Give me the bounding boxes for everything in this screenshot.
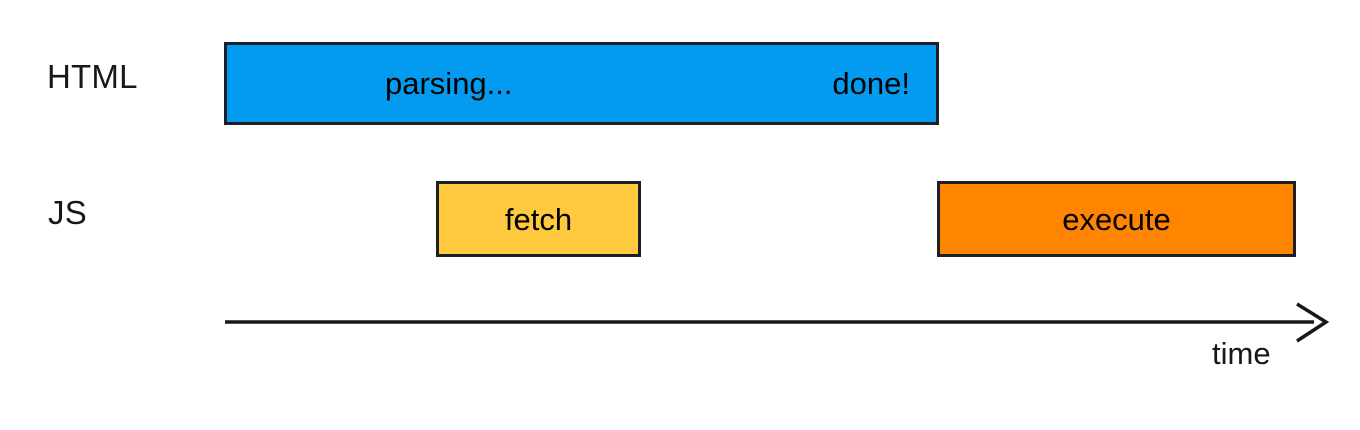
bar-label-execute: execute — [1062, 201, 1171, 237]
bar-label-done: done! — [832, 66, 910, 101]
time-axis-arrow-icon — [225, 302, 1330, 343]
bar-js-fetch: fetch — [436, 181, 641, 257]
row-label-js: JS — [48, 194, 87, 231]
axis-label-time: time — [1212, 336, 1271, 371]
bar-html-parsing: parsing... done! — [224, 42, 939, 125]
bar-label-fetch: fetch — [504, 201, 573, 237]
bar-label-parsing: parsing... — [385, 66, 513, 101]
row-label-html: HTML — [47, 58, 138, 95]
bar-js-execute: execute — [937, 181, 1296, 257]
